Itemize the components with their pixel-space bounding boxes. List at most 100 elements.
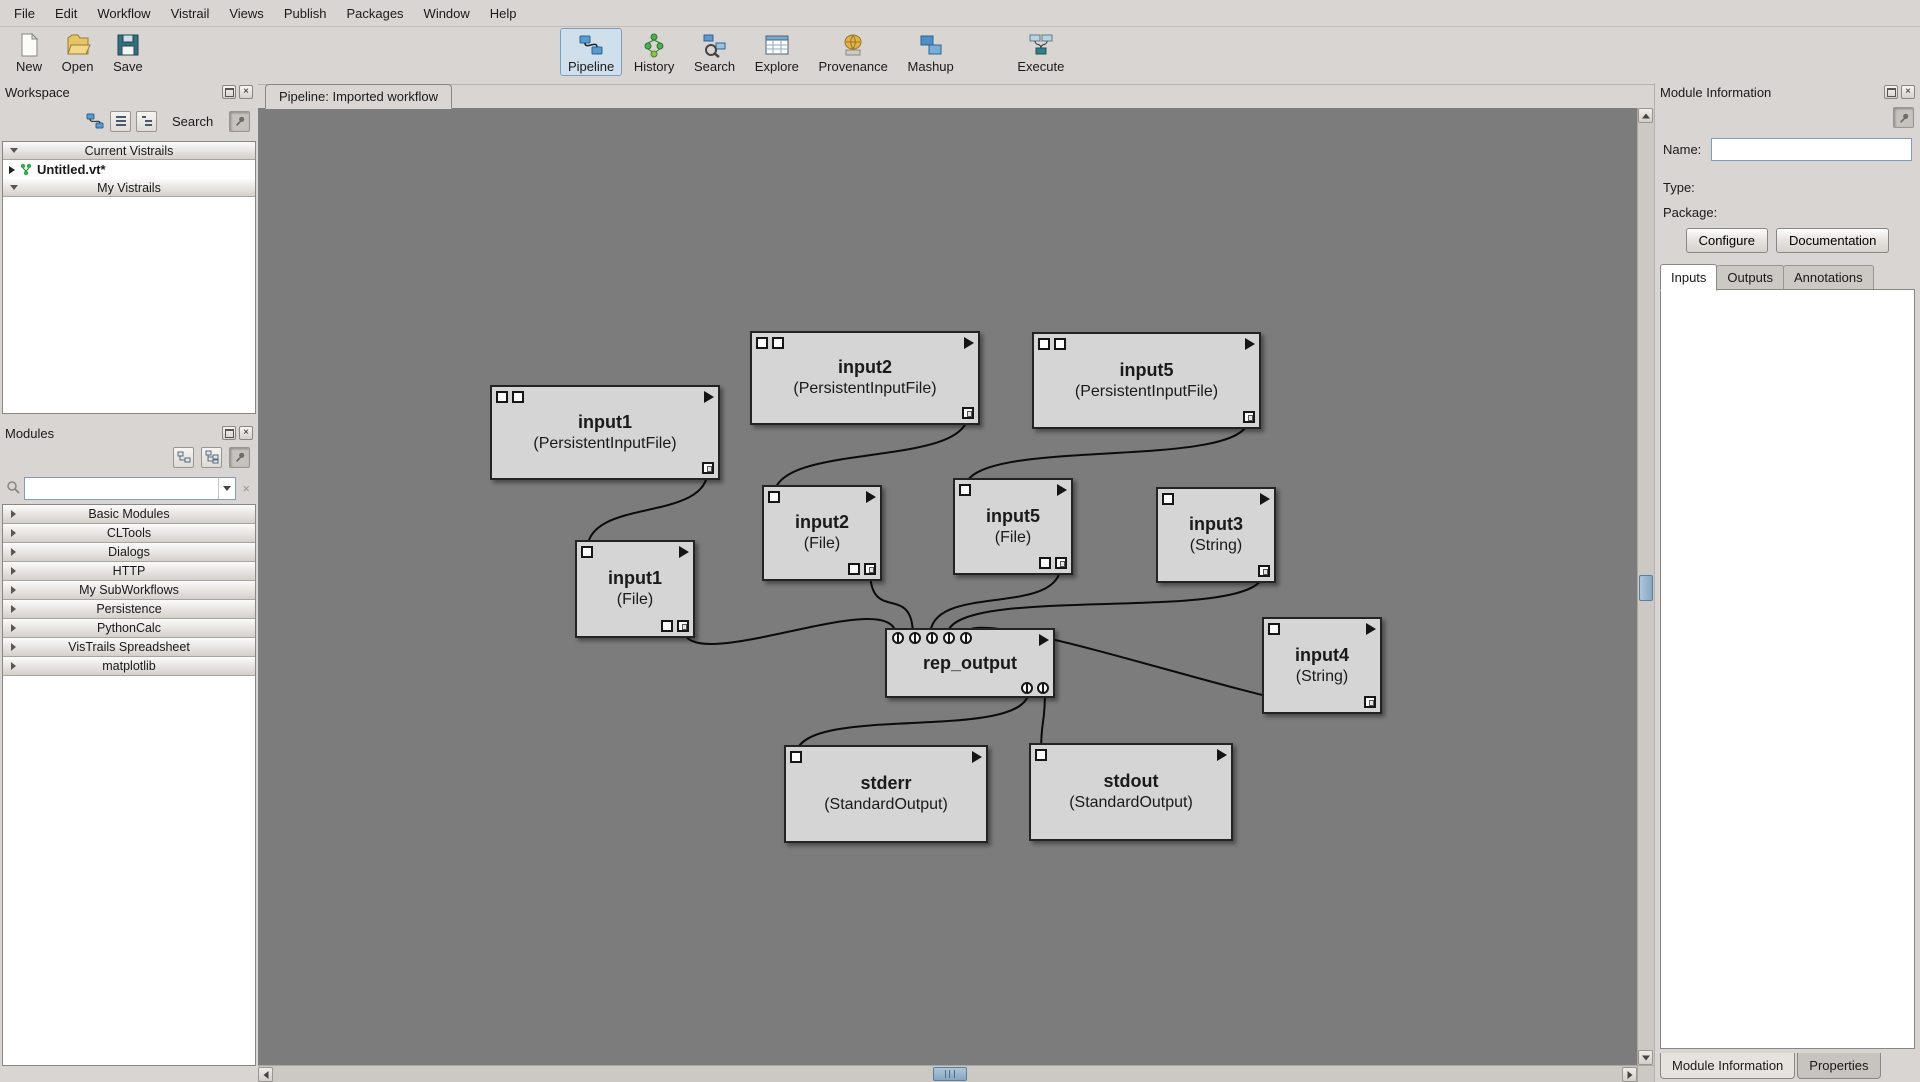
input-port[interactable] <box>581 546 593 558</box>
connection-edge[interactable] <box>773 413 969 497</box>
menu-edit[interactable]: Edit <box>54 5 78 21</box>
tab-pipeline-imported-workflow[interactable]: Pipeline: Imported workflow <box>265 84 452 109</box>
clear-search-icon[interactable]: × <box>242 480 250 496</box>
mashup-button[interactable]: Mashup <box>900 28 962 76</box>
list-view-button[interactable] <box>110 110 131 132</box>
pin-icon[interactable] <box>1893 107 1914 128</box>
output-port[interactable] <box>864 563 876 575</box>
menu-help[interactable]: Help <box>489 5 517 21</box>
pin-icon[interactable] <box>229 446 250 468</box>
module-input2-file[interactable]: input2 (File) <box>762 485 882 581</box>
module-stdout[interactable]: stdout (StandardOutput) <box>1029 743 1233 841</box>
output-port[interactable] <box>661 620 673 632</box>
menu-views[interactable]: Views <box>229 5 264 21</box>
documentation-button[interactable]: Documentation <box>1775 228 1890 253</box>
pipeline-button[interactable]: Pipeline <box>560 28 623 76</box>
input-port[interactable] <box>892 632 904 644</box>
expand-tree-button[interactable] <box>201 446 222 468</box>
connection-edge[interactable] <box>586 468 709 552</box>
module-input5-persistentinputfile[interactable]: input5 (PersistentInputFile) <box>1032 332 1261 429</box>
input-port[interactable] <box>959 484 971 496</box>
package-http[interactable]: HTTP <box>3 562 255 581</box>
input-port[interactable] <box>1268 623 1280 635</box>
module-input1-persistentinputfile[interactable]: input1 (PersistentInputFile) <box>490 385 720 480</box>
tab-properties[interactable]: Properties <box>1797 1053 1881 1079</box>
connection-edge[interactable] <box>946 571 1265 637</box>
package-basic-modules[interactable]: Basic Modules <box>3 505 255 524</box>
menu-publish[interactable]: Publish <box>283 5 327 21</box>
menu-vistrail[interactable]: Vistrail <box>170 5 210 21</box>
output-port[interactable] <box>848 563 860 575</box>
input-port[interactable] <box>1035 749 1047 761</box>
configure-button[interactable]: Configure <box>1685 228 1768 253</box>
module-input3-string[interactable]: input3 (String) <box>1156 487 1276 583</box>
scroll-left-icon[interactable] <box>258 1067 273 1082</box>
scroll-up-icon[interactable] <box>1638 108 1653 123</box>
connection-edge[interactable] <box>869 569 914 637</box>
input-port[interactable] <box>943 632 955 644</box>
current-vistrails-header[interactable]: Current Vistrails <box>3 142 255 160</box>
chevron-down-icon[interactable] <box>218 477 235 499</box>
tab-inputs[interactable]: Inputs <box>1660 264 1718 291</box>
input-port[interactable] <box>1054 338 1066 350</box>
output-port[interactable] <box>1055 557 1067 569</box>
history-button[interactable]: History <box>626 28 682 76</box>
input-port[interactable] <box>790 751 802 763</box>
input-port[interactable] <box>496 391 508 403</box>
module-input1-file[interactable]: input1 (File) <box>575 540 695 638</box>
input-port[interactable] <box>512 391 524 403</box>
float-panel-icon[interactable] <box>1884 85 1898 99</box>
module-input5-file[interactable]: input5 (File) <box>953 478 1073 575</box>
package-persistence[interactable]: Persistence <box>3 600 255 619</box>
collapse-tree-button[interactable] <box>173 446 194 468</box>
output-port[interactable] <box>1037 682 1049 694</box>
connection-edge[interactable] <box>682 618 897 645</box>
menu-packages[interactable]: Packages <box>346 5 404 21</box>
save-button[interactable]: Save <box>105 28 151 76</box>
input-port[interactable] <box>1038 338 1050 350</box>
horizontal-scrollbar[interactable] <box>258 1065 1637 1082</box>
close-panel-icon[interactable]: × <box>239 85 253 99</box>
float-panel-icon[interactable] <box>222 426 236 440</box>
tab-annotations[interactable]: Annotations <box>1782 265 1874 290</box>
my-vistrails-header[interactable]: My Vistrails <box>3 179 255 197</box>
output-port[interactable] <box>1243 411 1255 423</box>
package-dialogs[interactable]: Dialogs <box>3 543 255 562</box>
input-port[interactable] <box>1162 493 1174 505</box>
execute-button[interactable]: Execute <box>1009 28 1072 76</box>
tree-view-button[interactable] <box>136 110 157 132</box>
float-panel-icon[interactable] <box>222 85 236 99</box>
scroll-down-icon[interactable] <box>1638 1050 1653 1065</box>
expander-icon[interactable] <box>9 165 15 174</box>
input-port[interactable] <box>772 337 784 349</box>
menu-window[interactable]: Window <box>423 5 470 21</box>
menu-workflow[interactable]: Workflow <box>97 5 151 21</box>
vertical-scrollbar[interactable] <box>1637 108 1654 1065</box>
vertical-scroll-thumb[interactable] <box>1639 575 1653 601</box>
tab-module-information[interactable]: Module Information <box>1660 1053 1796 1079</box>
menu-file[interactable]: File <box>14 5 35 21</box>
horizontal-scroll-thumb[interactable] <box>933 1067 967 1081</box>
module-input4-string[interactable]: input4 (String) <box>1262 617 1382 714</box>
close-panel-icon[interactable]: × <box>1901 85 1915 99</box>
pipeline-canvas[interactable]: input1 (PersistentInputFile) input2 (Per… <box>258 108 1637 1065</box>
explore-button[interactable]: Explore <box>747 28 807 76</box>
module-search-input[interactable] <box>25 478 219 498</box>
open-button[interactable]: Open <box>54 28 102 76</box>
input-port[interactable] <box>960 632 972 644</box>
connection-edge[interactable] <box>929 563 1062 637</box>
vistrail-item-untitled[interactable]: Untitled.vt* <box>3 160 255 179</box>
output-port[interactable] <box>702 462 714 474</box>
output-port[interactable] <box>1258 565 1270 577</box>
module-rep-output[interactable]: rep_output <box>885 628 1055 698</box>
output-port[interactable] <box>962 407 974 419</box>
close-panel-icon[interactable]: × <box>239 426 253 440</box>
output-port[interactable] <box>1364 696 1376 708</box>
package-cltools[interactable]: CLTools <box>3 524 255 543</box>
pin-icon[interactable] <box>229 110 250 132</box>
input-port[interactable] <box>926 632 938 644</box>
connection-edge[interactable] <box>795 689 1030 757</box>
package-vistrails-spreadsheet[interactable]: VisTrails Spreadsheet <box>3 638 255 657</box>
output-port[interactable] <box>677 620 689 632</box>
provenance-button[interactable]: Provenance <box>811 28 896 76</box>
